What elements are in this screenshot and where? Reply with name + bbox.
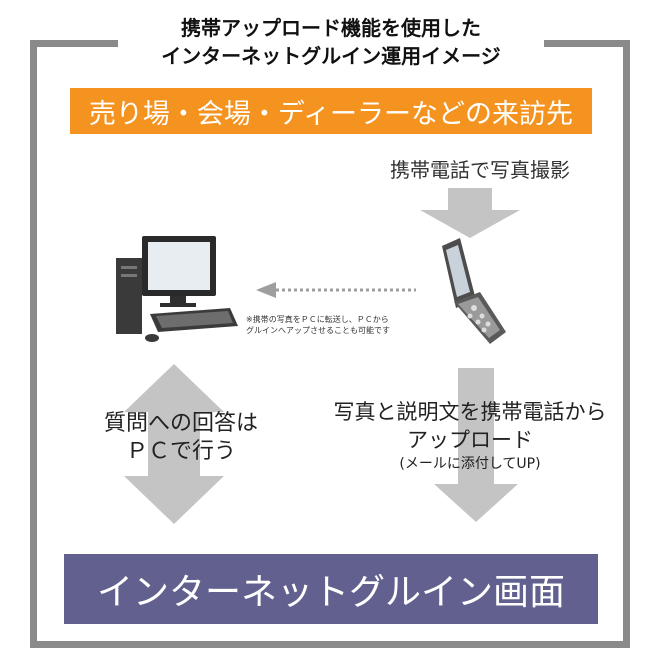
transfer-note: ※携帯の写真をＰＣに転送し、ＰＣから グルインへアップさせることも可能です	[246, 314, 456, 336]
transfer-note-line-2: グルインへアップさせることも可能です	[246, 326, 390, 335]
internet-gruin-screen-box: インターネットグルイン画面	[64, 554, 598, 624]
double-arrow-answer	[124, 364, 224, 524]
visit-location-label: 売り場・会場・ディーラーなどの来訪先	[88, 98, 574, 130]
answer-step-line-2: ＰＣで行う	[125, 439, 236, 464]
diagram-title: 携帯アップロード機能を使用した インターネットグルイン運用イメージ	[118, 14, 544, 70]
answer-step-text: 質問への回答は ＰＣで行う	[86, 410, 276, 466]
upload-step-line-2: アップロード	[407, 428, 533, 452]
transfer-arrow-head	[256, 282, 276, 298]
upload-step-line-3: (メールに添付してUP)	[399, 456, 541, 472]
mobile-phone-icon	[442, 238, 506, 344]
title-line-1: 携帯アップロード機能を使用した	[181, 16, 481, 40]
title-background	[118, 14, 544, 84]
answer-step-line-1: 質問への回答は	[103, 411, 258, 436]
transfer-note-line-1: ※携帯の写真をＰＣに転送し、ＰＣから	[246, 315, 389, 324]
visit-location-box: 売り場・会場・ディーラーなどの来訪先	[70, 88, 592, 134]
down-arrow-upload	[434, 368, 518, 522]
down-arrow-photo	[420, 188, 520, 238]
photo-step-label: 携帯電話で写真撮影	[390, 158, 570, 182]
title-line-2: インターネットグルイン運用イメージ	[161, 44, 501, 68]
desktop-computer-icon	[116, 236, 238, 342]
upload-step-text: 写真と説明文を携帯電話から アップロード (メールに添付してUP)	[300, 398, 640, 474]
internet-gruin-screen-label: インターネットグルイン画面	[96, 572, 565, 613]
upload-step-line-1: 写真と説明文を携帯電話から	[333, 400, 607, 424]
